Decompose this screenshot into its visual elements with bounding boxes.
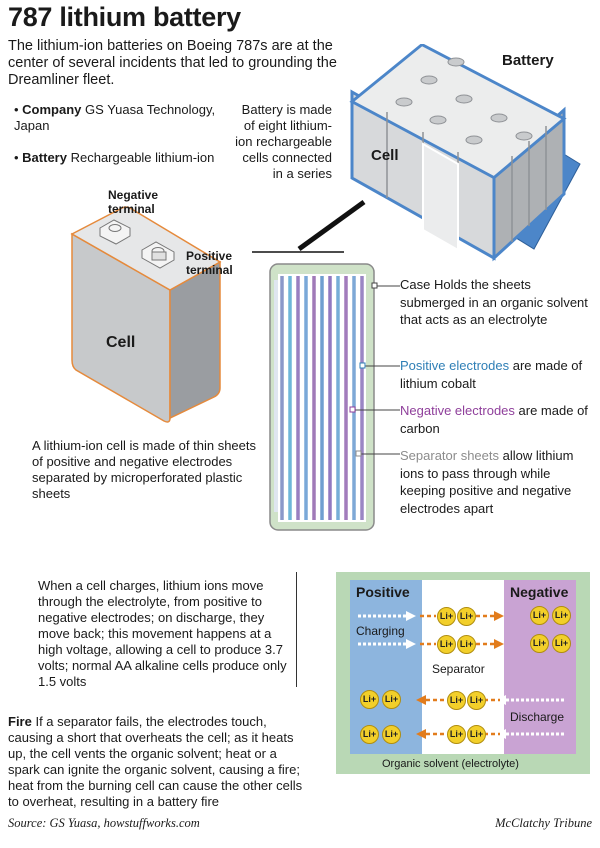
charging-label: Charging <box>356 624 405 638</box>
page-title: 787 lithium battery <box>8 2 241 32</box>
lithium-ion: Li+ <box>530 606 549 625</box>
section-divider <box>296 572 297 687</box>
lithium-ion: Li+ <box>467 725 486 744</box>
publisher-credit: McClatchy Tribune <box>495 816 592 830</box>
lithium-ion: Li+ <box>437 607 456 626</box>
callout-separator-text: allow lithium ions to pass through while… <box>400 448 574 516</box>
callout-negative-electrodes: Negative electrodes are made of carbon <box>400 402 595 437</box>
source-credit: Source: GS Yuasa, howstuffworks.com <box>8 816 200 830</box>
cell-cross-section <box>269 263 375 531</box>
intro-text: The lithium-ion batteries on Boeing 787s… <box>8 38 337 88</box>
bullet-battery: • Battery Rechargeable lithium-ion <box>14 150 215 165</box>
lithium-ion: Li+ <box>382 725 401 744</box>
negative-terminal-label: Negative terminal <box>108 188 159 216</box>
callout-separator-term: Separator sheets <box>400 448 500 463</box>
cell-description: A lithium-ion cell is made of thin sheet… <box>32 438 256 501</box>
positive-terminal-label: Positive terminal <box>186 249 233 277</box>
ion-flow-arrows <box>358 611 566 739</box>
separator-label: Separator <box>432 662 485 676</box>
electrolyte-label: Organic solvent (electrolyte) <box>382 758 519 770</box>
cell-label: Cell <box>106 334 136 351</box>
fire-description: Fire If a separator fails, the electrode… <box>8 714 308 810</box>
lithium-ion: Li+ <box>530 634 549 653</box>
battery-pack-illustration <box>252 44 581 262</box>
battery-cell-label: Cell <box>371 147 399 164</box>
bullet-company-label: Company <box>22 102 82 117</box>
charging-description: When a cell charges, lithium ions move t… <box>38 578 287 689</box>
fire-text: If a separator fails, the electrodes tou… <box>8 714 303 809</box>
callout-positive-text: are made of lithium cobalt <box>400 358 583 391</box>
bullet-battery-label: Battery <box>22 150 67 165</box>
callout-positive-term: Positive electrodes <box>400 358 510 373</box>
ion-flow-diagram: Positive Negative Charging Separator Dis… <box>336 572 590 774</box>
positive-electrode-panel <box>350 580 422 754</box>
lithium-ion: Li+ <box>447 725 466 744</box>
fire-label: Fire <box>8 714 32 729</box>
callout-leaders <box>349 282 400 457</box>
lithium-ion: Li+ <box>552 606 571 625</box>
negative-label: Negative <box>510 584 569 600</box>
bullet-company: • Company GS Yuasa Technology, Japan <box>14 102 216 133</box>
lithium-ion: Li+ <box>457 635 476 654</box>
battery-description: Battery is made of eight lithium-ion rec… <box>235 102 332 181</box>
battery-label: Battery <box>502 52 554 69</box>
lithium-ion: Li+ <box>360 725 379 744</box>
lithium-ion: Li+ <box>467 691 486 710</box>
lithium-ion: Li+ <box>552 634 571 653</box>
callout-case-text: Holds the sheets submerged in an organic… <box>400 277 588 327</box>
discharge-label: Discharge <box>510 710 565 724</box>
callout-case: Case Holds the sheets submerged in an or… <box>400 276 595 329</box>
callout-negative-term: Negative electrodes <box>400 403 515 418</box>
cell-illustration <box>70 206 222 423</box>
callout-positive-electrodes: Positive electrodes are made of lithium … <box>400 357 595 392</box>
bullet-battery-text: Rechargeable lithium-ion <box>70 150 215 165</box>
lithium-ion: Li+ <box>447 691 466 710</box>
callout-separator-sheets: Separator sheets allow lithium ions to p… <box>400 447 595 517</box>
callout-case-term: Case <box>400 277 431 292</box>
lithium-ion: Li+ <box>457 607 476 626</box>
positive-label: Positive <box>356 584 410 600</box>
bullet-company-text: GS Yuasa Technology, Japan <box>14 102 216 133</box>
lithium-ion: Li+ <box>360 690 379 709</box>
lithium-ion: Li+ <box>382 690 401 709</box>
callout-negative-text: are made of carbon <box>400 403 588 436</box>
lithium-ion: Li+ <box>437 635 456 654</box>
